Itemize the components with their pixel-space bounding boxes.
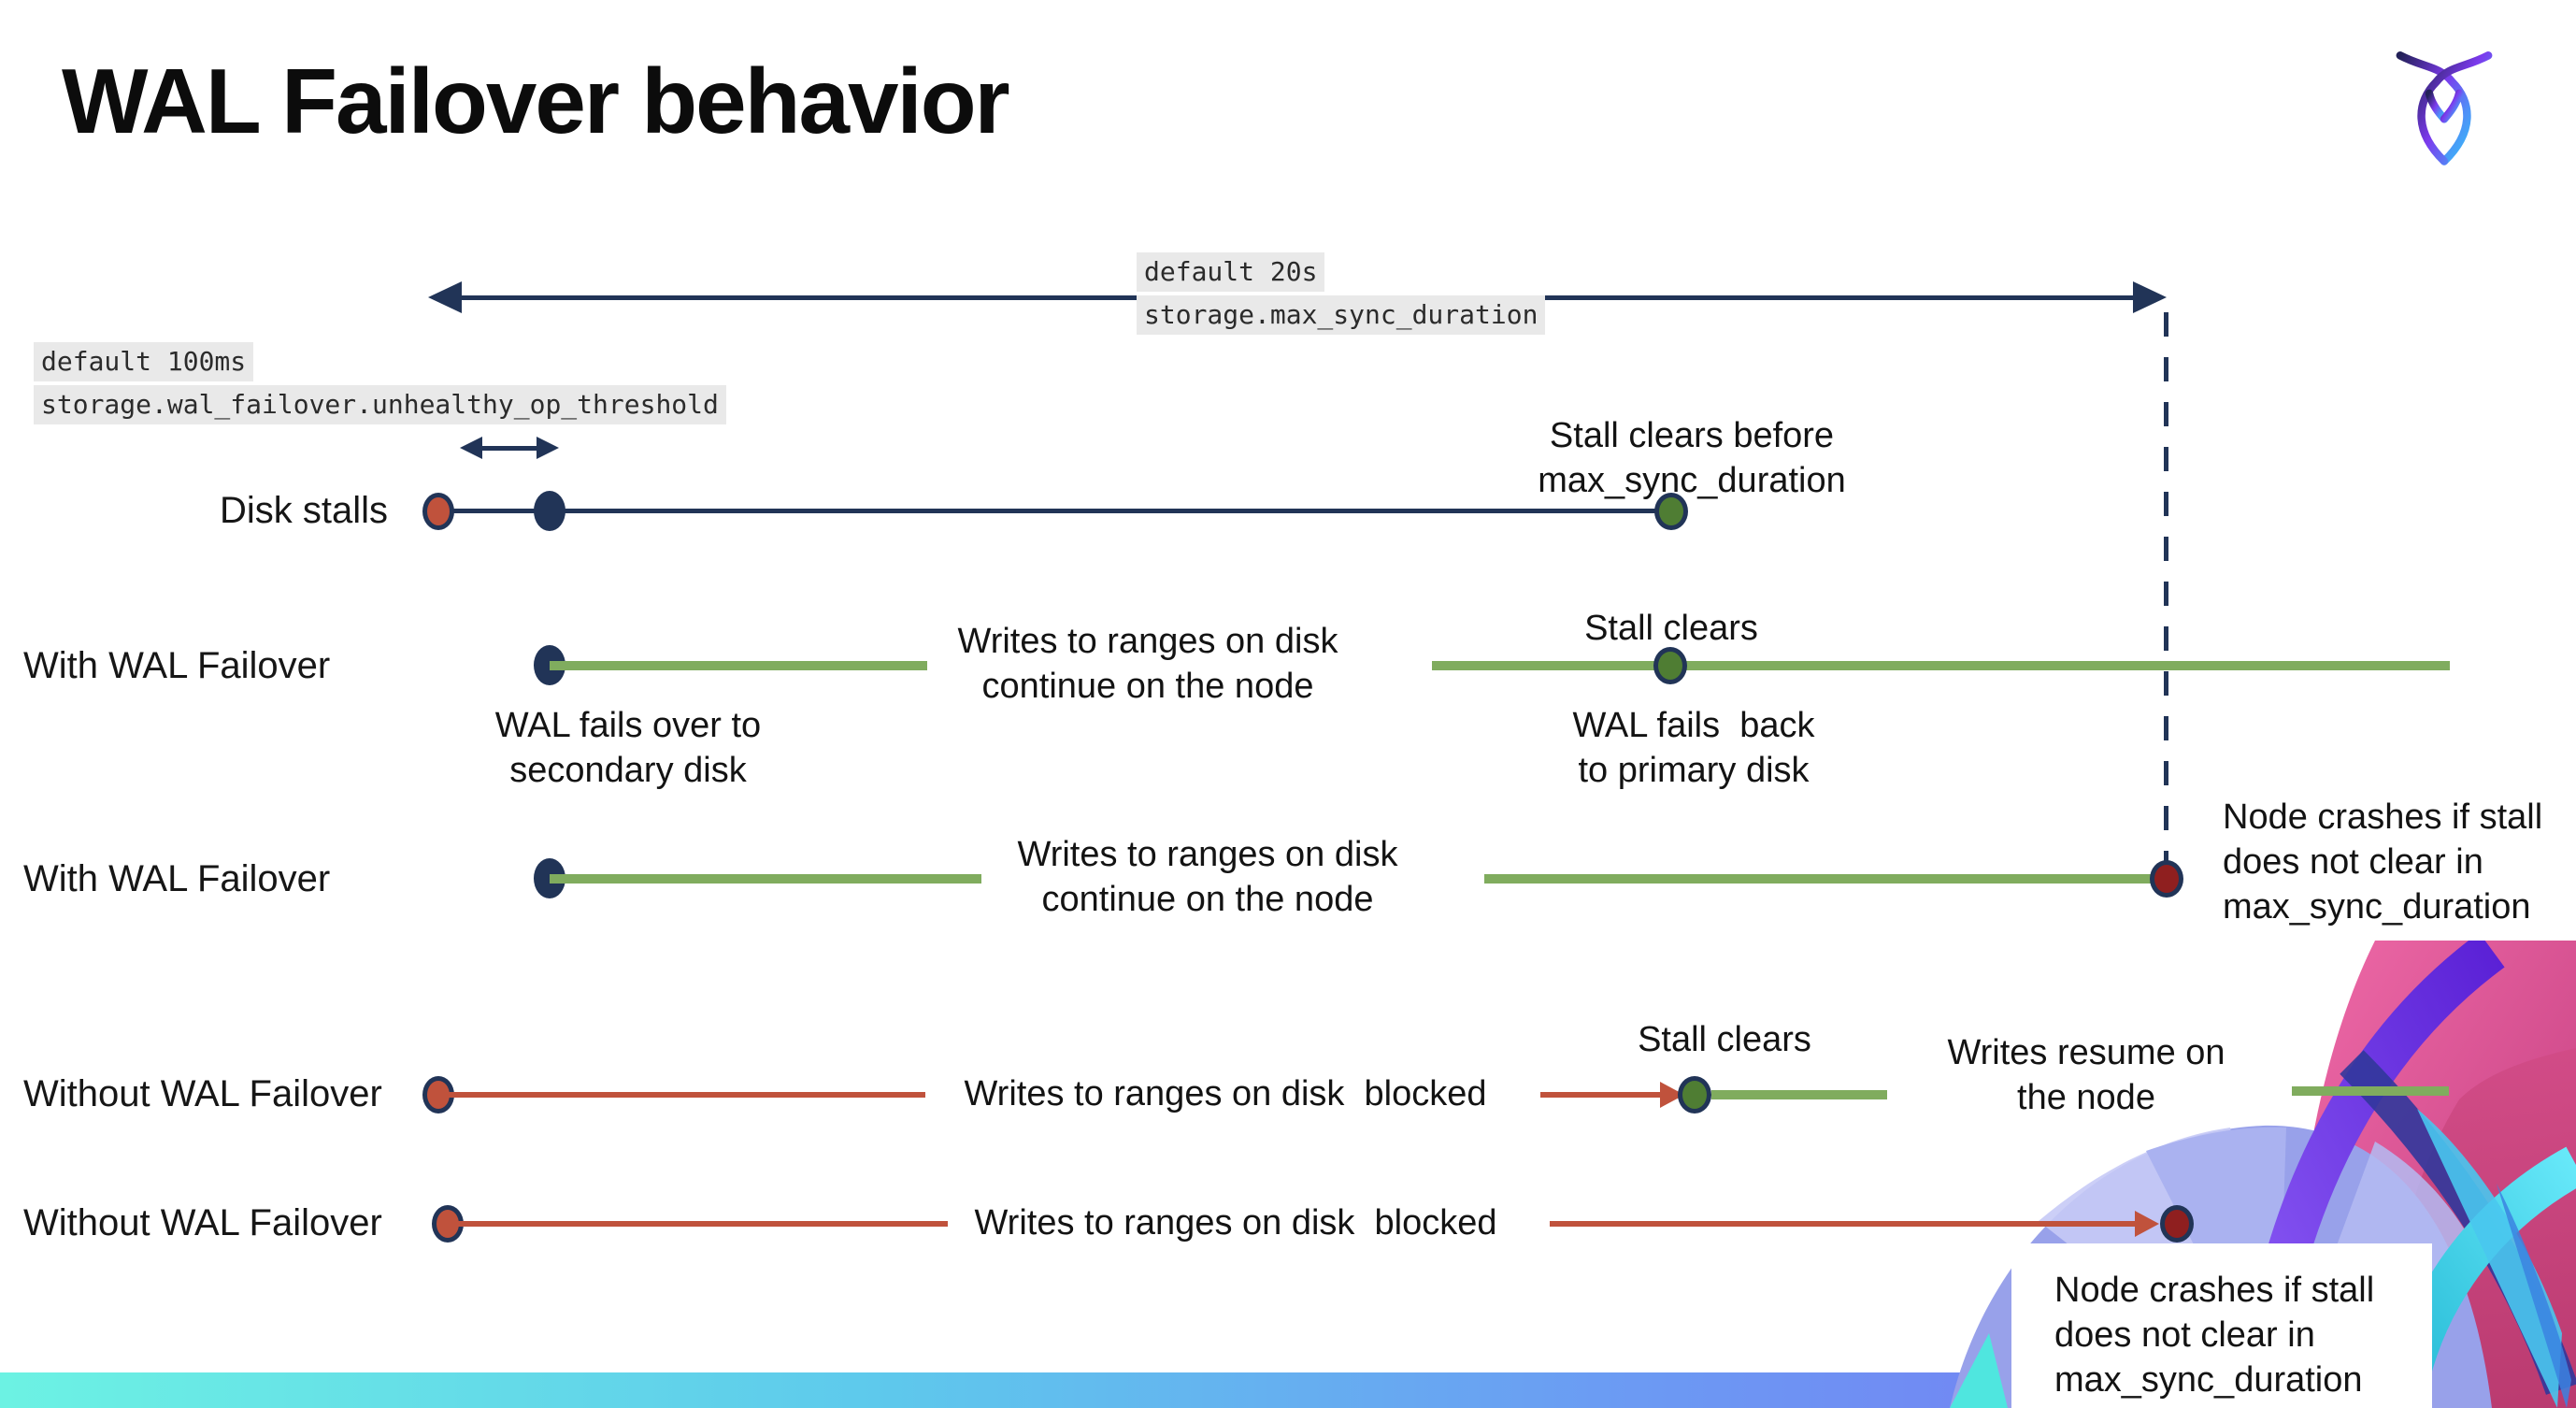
max-sync-deadline-dashed-connector: [2164, 312, 2168, 862]
config-setting-name: storage.wal_failover.unhealthy_op_thresh…: [34, 385, 726, 424]
healthy-writes-line: [1484, 874, 2159, 884]
blocked-writes-line: [1550, 1221, 2139, 1227]
wal-fails-over-note: WAL fails over to secondary disk: [494, 706, 762, 790]
timeline-label-without-wal-failover: Without WAL Failover: [23, 1073, 382, 1114]
page-title: WAL Failover behavior: [62, 50, 1010, 152]
stall-clears-dot: [1653, 647, 1687, 684]
node-crash-callout-box: [2011, 1243, 2432, 1408]
config-default-value: default 100ms: [34, 342, 254, 381]
resumed-writes-line: [2292, 1086, 2449, 1096]
threshold-arrow-line: [479, 446, 540, 451]
healthy-writes-line: [550, 661, 927, 670]
wal-fails-back-note: WAL fails back to primary disk: [1572, 706, 1815, 790]
blocked-writes-line: [451, 1221, 948, 1227]
arrow-left-icon: [428, 281, 462, 313]
timeline-label-with-wal-failover: With WAL Failover: [23, 858, 331, 899]
disk-stall-timeline-line: [439, 509, 1671, 513]
arrow-right-icon: [2133, 281, 2167, 313]
cockroachdb-logo-icon: [2396, 51, 2493, 165]
writes-continue-note: Writes to ranges on disk continue on the…: [1017, 835, 1398, 919]
timeline-label-disk-stalls: Disk stalls: [219, 490, 388, 531]
stall-clears-before-note: Stall clears before max_sync_duration: [1538, 416, 1846, 500]
config-label-max-sync-duration: default 20s storage.max_sync_duration: [1137, 252, 1546, 335]
node-crash-dot: [2150, 860, 2183, 898]
writes-resume-note: Writes resume on the node: [1947, 1033, 2225, 1117]
writes-continue-note: Writes to ranges on disk continue on the…: [957, 622, 1338, 706]
arrow-right-icon: [2135, 1211, 2159, 1237]
config-label-unhealthy-op-threshold: default 100ms storage.wal_failover.unhea…: [34, 342, 726, 424]
arrow-left-icon: [460, 437, 482, 459]
stall-clears-note: Stall clears: [1638, 1020, 1811, 1059]
healthy-writes-line: [550, 874, 981, 884]
stall-clears-dot: [1678, 1076, 1711, 1113]
resumed-writes-line: [1711, 1090, 1887, 1099]
config-setting-name: storage.max_sync_duration: [1137, 295, 1546, 335]
threshold-reached-dot: [534, 491, 565, 531]
stall-clears-note: Stall clears: [1584, 609, 1758, 648]
writes-blocked-note: Writes to ranges on disk blocked: [964, 1074, 1487, 1113]
arrow-right-icon: [537, 437, 559, 459]
stall-clears-dot: [1654, 493, 1688, 530]
timeline-label-with-wal-failover: With WAL Failover: [23, 645, 331, 686]
timeline-label-without-wal-failover: Without WAL Failover: [23, 1202, 382, 1243]
healthy-writes-line: [1432, 661, 2450, 670]
node-crash-note: Node crashes if stall does not clear in …: [2054, 1271, 2375, 1400]
writes-blocked-note: Writes to ranges on disk blocked: [974, 1203, 1497, 1243]
blocked-writes-line: [439, 1092, 925, 1098]
node-crash-note: Node crashes if stall does not clear in …: [2223, 797, 2543, 927]
disk-stall-start-dot: [422, 493, 454, 530]
blocked-writes-line: [1540, 1092, 1666, 1098]
config-default-value: default 20s: [1137, 252, 1325, 292]
node-crash-dot: [2160, 1205, 2194, 1243]
